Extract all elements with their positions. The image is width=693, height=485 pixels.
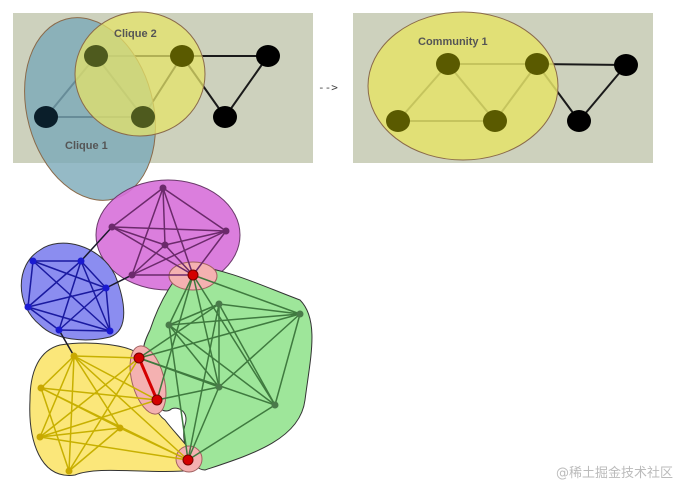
- clique-1-label: Clique 1: [65, 140, 108, 152]
- overlap-edge: [137, 357, 159, 401]
- watermark: @稀土掘金技术社区: [556, 466, 674, 481]
- green-nodes: [165, 300, 304, 409]
- community-1-label: Community 1: [418, 36, 488, 48]
- arrow: -->: [318, 81, 338, 94]
- yellow-nodes: [36, 352, 124, 475]
- community-1-region: [367, 11, 559, 161]
- blue-community: [20, 242, 125, 341]
- overlap-nodes: [133, 269, 199, 466]
- overlapping-communities-graph: [20, 179, 313, 476]
- cliques-panel: Clique 2 Clique 1: [13, 11, 313, 201]
- bridge-edges: [58, 226, 133, 357]
- magenta-edges: [111, 187, 227, 276]
- blue-edges: [27, 260, 111, 332]
- blue-nodes: [24, 257, 114, 335]
- yellow-edges: [39, 355, 189, 472]
- clique-2-region: [74, 11, 206, 137]
- magenta-nodes: [108, 184, 230, 279]
- clique-nodes: [34, 45, 280, 128]
- clique-2-label: Clique 2: [114, 28, 157, 40]
- community-panel: Community 1: [353, 11, 653, 163]
- green-edges: [138, 274, 301, 461]
